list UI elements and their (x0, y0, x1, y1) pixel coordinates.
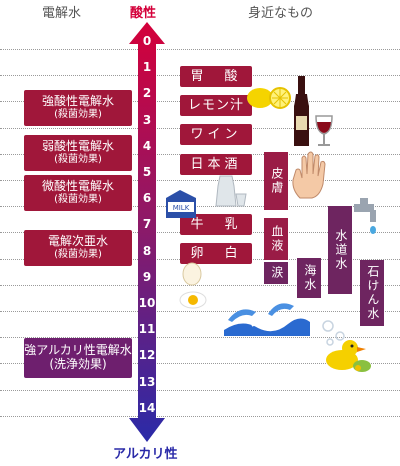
ph-gridline (0, 311, 400, 312)
weak-acidic-water-effect: (殺菌効果) (54, 153, 102, 165)
ph-tick-label: 11 (138, 322, 156, 337)
milk-box: 牛 乳 (180, 214, 252, 235)
seawater-box: 海水 (297, 258, 321, 298)
ph-tick-label: 14 (138, 400, 156, 415)
electrolyzed-water-header: 電解水 (42, 6, 82, 21)
soap-water-box: 石けん水 (360, 260, 384, 326)
ph-tick-label: 0 (142, 34, 152, 48)
ph-tick-label: 10 (138, 296, 156, 310)
strong-acidic-water-effect: (殺菌効果) (54, 108, 102, 120)
egg-icon (179, 262, 207, 309)
ph-tick-label: 3 (142, 112, 152, 127)
ph-tick-label: 8 (142, 243, 152, 258)
milk-carton-icon: MILK (166, 190, 196, 218)
ph-gridline (0, 337, 400, 339)
hypochlorous-water-label: 電解次亜水 (47, 234, 108, 248)
egg-white-box: 卵 白 (180, 243, 252, 264)
weak-acidic-water-label: 弱酸性電解水 (41, 139, 114, 153)
tap-water-box: 水道水 (328, 206, 352, 294)
lemon-icon (247, 87, 291, 109)
weak-acidic-water-box: 弱酸性電解水 (殺菌効果) (24, 135, 132, 171)
lemon-juice-box: レモン汁 (180, 95, 252, 116)
ph-gridline (0, 363, 400, 365)
ph-tick-label: 2 (142, 86, 152, 101)
acidic-label: 酸性 (130, 6, 157, 21)
everyday-items-header: 身近なもの (248, 6, 314, 21)
skin-box: 皮膚 (264, 152, 288, 210)
ph-gridline (0, 180, 400, 181)
strong-acidic-water-box: 強酸性電解水 (殺菌効果) (24, 90, 132, 126)
rubber-duck-icon (326, 340, 371, 372)
ph-tick-label: 12 (138, 348, 156, 363)
ph-tick-label: 5 (142, 165, 152, 179)
bubbles-icon (322, 320, 345, 346)
stomach-acid-box: 胃 酸 (180, 66, 252, 87)
hypochlorous-water-effect: (殺菌効果) (54, 248, 102, 260)
dolphin-wave-icon (224, 303, 310, 336)
ph-gridline (0, 206, 400, 208)
ph-gridline (0, 389, 400, 391)
hypochlorous-water-box: 電解次亜水 (殺菌効果) (24, 230, 132, 266)
slightly-acidic-water-box: 微酸性電解水 (殺菌効果) (24, 175, 132, 211)
strong-alkaline-water-label: 強アルカリ性電解水 (24, 343, 132, 357)
hand-icon (292, 151, 326, 199)
ph-tick-label: 13 (138, 374, 156, 389)
ph-tick-label: 1 (142, 60, 152, 75)
faucet-icon (354, 198, 376, 234)
alkaline-label: アルカリ性 (113, 447, 178, 462)
strong-acidic-water-label: 強酸性電解水 (41, 94, 114, 108)
ph-axis-arrow (129, 22, 165, 442)
ph-gridline (0, 284, 400, 286)
tears-box: 涙 (264, 262, 288, 284)
strong-alkaline-water-box: 強アルカリ性電解水 (洗浄効果) (24, 338, 132, 378)
wine-box: ワイン (180, 124, 252, 145)
sake-icon (215, 175, 247, 207)
ph-tick-label: 4 (142, 138, 152, 153)
milk-carton-text: MILK (173, 204, 190, 212)
slightly-acidic-water-effect: (殺菌効果) (54, 193, 102, 205)
ph-gridline (0, 415, 400, 417)
ph-tick-label: 7 (142, 217, 152, 232)
ph-gridline (0, 49, 400, 50)
ph-tick-label: 9 (142, 269, 152, 284)
strong-alkaline-water-effect: (洗浄効果) (49, 356, 107, 371)
wine-bottle-icon (294, 76, 333, 146)
ph-tick-label: 6 (142, 191, 152, 206)
slightly-acidic-water-label: 微酸性電解水 (41, 179, 114, 193)
sake-box: 日本酒 (180, 154, 252, 175)
blood-box: 血液 (264, 218, 288, 260)
